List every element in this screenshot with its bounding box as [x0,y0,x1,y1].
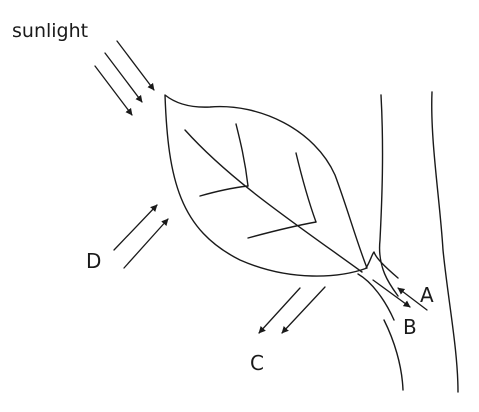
stem-right-edge [431,91,459,393]
label-d: D [86,249,101,273]
c-arrow-2 [281,286,326,334]
sunlight-arrow-3 [94,65,133,116]
sunlight-arrow-1 [116,40,155,91]
b-arrow [372,279,411,308]
label-b: B [403,315,417,339]
stem [378,91,459,393]
label-c: C [250,351,264,375]
sunlight-label: sunlight [12,20,88,42]
label-a: A [420,283,434,307]
leaf-midrib [184,129,363,273]
leaf-vein-2 [199,185,249,197]
a-arrow [397,287,428,311]
leaf [164,94,399,321]
leaf-vein-4 [247,221,317,239]
c-arrows [258,286,326,334]
c-arrow-1 [258,287,301,334]
stem-left-edge [378,94,399,297]
leaf-petiole [357,273,395,321]
leaf-vein-1 [235,123,249,187]
leaf-vein-3 [295,152,317,223]
d-arrow-1 [113,204,158,251]
sunlight-arrows [94,40,155,116]
leaf-outline [164,94,368,277]
sunlight-arrow-2 [104,52,143,103]
leaf-petiole-edge [365,251,399,279]
stem-left-lower-edge [383,319,404,391]
d-arrow-2 [123,218,169,269]
d-arrows [113,204,169,269]
